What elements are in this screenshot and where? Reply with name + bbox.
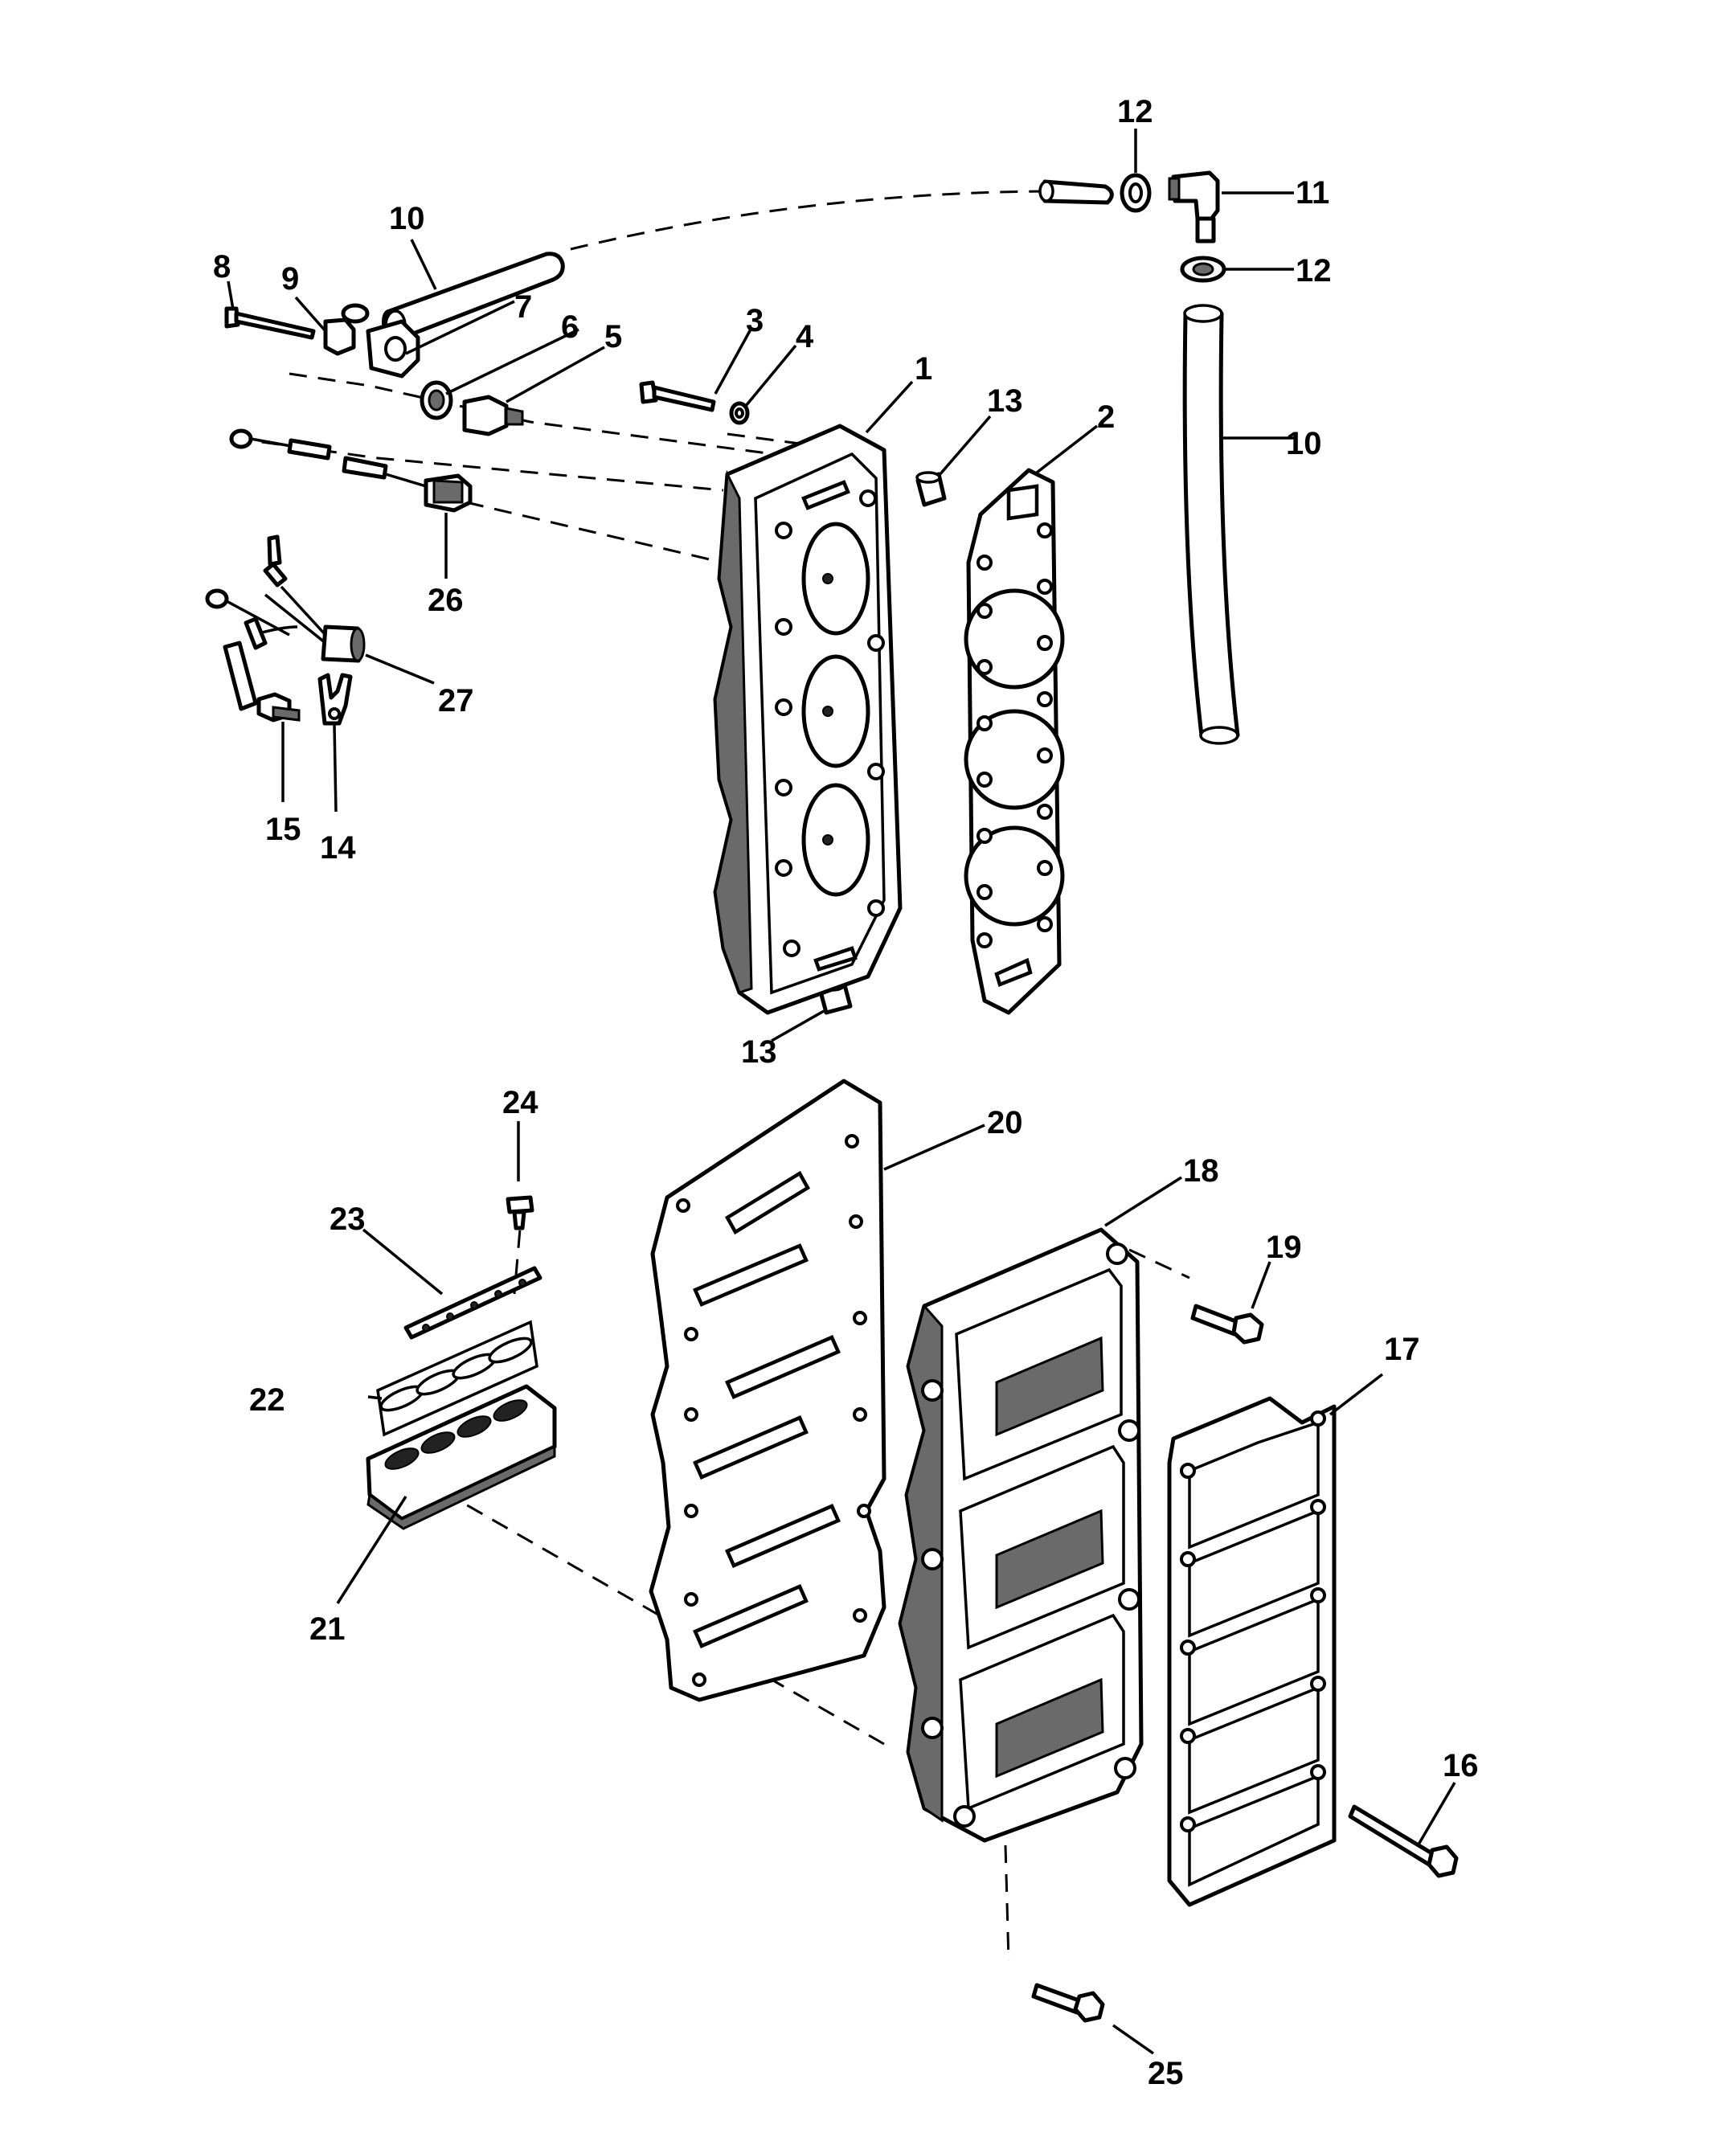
screw-15	[256, 692, 301, 723]
fitting-7	[366, 319, 420, 379]
callout-10: 10	[389, 201, 425, 236]
callout-26: 26	[428, 583, 464, 618]
callout-3: 3	[746, 303, 764, 338]
bolt-8	[224, 306, 316, 340]
callout-17: 17	[1384, 1332, 1420, 1367]
callout-10: 10	[1286, 426, 1322, 461]
callout-15: 15	[265, 812, 301, 847]
callout-labels: 12 11 12 10 10 8 9 7 6 5 3 4 1 13 2 26 2…	[213, 94, 1479, 2091]
callout-24: 24	[502, 1085, 538, 1120]
exhaust-cover-18	[898, 1227, 1144, 1843]
callout-8: 8	[213, 249, 231, 285]
hose-right	[1038, 179, 1240, 745]
callout-27: 27	[438, 683, 474, 719]
callout-20: 20	[987, 1105, 1023, 1140]
bolt-19	[1190, 1304, 1264, 1345]
callout-14: 14	[320, 830, 356, 866]
callout-5: 5	[604, 319, 622, 354]
callout-13: 13	[987, 383, 1023, 419]
callout-21: 21	[309, 1611, 346, 1647]
callout-7: 7	[514, 289, 532, 325]
callout-22: 22	[249, 1382, 285, 1418]
reed-stop-23	[403, 1266, 542, 1340]
callout-12: 12	[1117, 94, 1153, 129]
callout-6: 6	[561, 309, 579, 345]
callout-4: 4	[796, 319, 814, 354]
dowel-pin-upper	[915, 471, 947, 507]
hose-clamp-lower	[1180, 256, 1226, 283]
callout-18: 18	[1183, 1153, 1219, 1189]
reed-petals-22	[376, 1320, 538, 1437]
callout-9: 9	[281, 261, 299, 297]
temp-sensor-26	[229, 428, 473, 513]
reed-block-21	[366, 1384, 557, 1530]
callout-1: 1	[915, 351, 932, 387]
hose-clamp-upper	[1120, 173, 1152, 213]
head-gasket-2	[964, 468, 1065, 1015]
bolt-3	[639, 380, 716, 412]
callout-19: 19	[1266, 1230, 1302, 1265]
sensor-5	[462, 395, 524, 436]
leader-lines	[227, 129, 1456, 2055]
alignment-lines	[232, 190, 1190, 1962]
callout-16: 16	[1443, 1748, 1479, 1783]
cylinder-head-1	[713, 424, 903, 1015]
callout-25: 25	[1148, 2056, 1184, 2091]
gasket-20	[649, 1079, 886, 1702]
washer-4	[729, 401, 750, 425]
hose-upper	[382, 252, 565, 342]
wire-harness-27	[205, 534, 366, 711]
callout-11: 11	[1296, 175, 1329, 211]
bolt-16	[1348, 1804, 1459, 1878]
bracket-14	[317, 673, 353, 726]
callout-23: 23	[330, 1202, 366, 1237]
elbow-fitting	[1168, 170, 1220, 244]
seal-6	[420, 380, 453, 420]
bolt-25	[1031, 1983, 1105, 2023]
cover-gasket-17	[1167, 1396, 1337, 1907]
callout-2: 2	[1097, 399, 1115, 435]
screw-24	[506, 1195, 534, 1230]
callout-13: 13	[741, 1034, 777, 1070]
callout-12: 12	[1296, 253, 1332, 289]
elbow-9	[323, 303, 370, 356]
